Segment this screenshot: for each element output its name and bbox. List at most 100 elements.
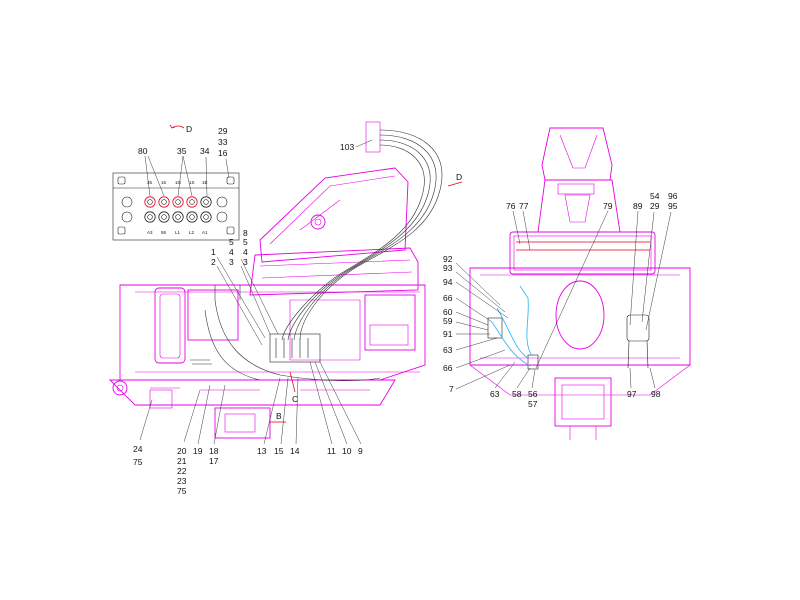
leader-34 [205,156,208,197]
junction-box [149,389,173,409]
valve-spools [275,338,309,358]
callout-21: 21 [177,456,187,466]
port-label-top-5: 1E [202,180,208,185]
panel-port-2-4 [186,211,198,223]
hose-bundle-2 [293,134,437,341]
callout-75-stack: 75 [177,486,187,496]
hose-bundle-1 [299,129,443,341]
mast-bracing [269,175,396,245]
panel-corner-slot-tr [226,176,235,185]
leader-98 [649,367,656,389]
callout-35: 35 [177,146,187,156]
callout-11: 11 [327,446,336,456]
view-c-arrow [289,371,296,393]
panel-corner-slot-tl [117,176,126,185]
leader-63-bottom [494,361,516,389]
callout-8: 8 [243,228,248,238]
panel-port-bore-2-3 [175,214,181,220]
tank-hose-drops [214,285,241,300]
panel-plug-right-1 [216,196,228,208]
blue-line-1 [496,307,529,359]
callout-18: 18 [209,446,219,456]
view-d-label-right: D [456,172,462,182]
leader-66-top [455,297,493,323]
callout-93: 93 [443,263,453,273]
leader-92-93 [455,262,506,313]
port-label-bottom-4: L2 [189,230,195,235]
hose-bundle-4 [281,144,425,341]
upper-carriage [249,247,419,296]
callout-58: 58 [512,389,522,399]
hose-bundle-3 [287,139,431,341]
callout-19: 19 [193,446,203,456]
gearbox-face [561,384,605,420]
turntable-gear-highlight [516,241,650,251]
gearbox [554,377,612,427]
panel-port-1-5 [200,196,212,208]
leader-7 [455,364,511,390]
callout-34: 34 [200,146,210,156]
panel-port-1-1 [144,196,156,208]
view-b-label: B [276,411,282,421]
callout-80: 80 [138,146,148,156]
callout-17: 17 [209,456,219,466]
lower-hose-run-1 [214,299,381,381]
leader-10 [314,361,348,445]
panel-corner-slot-br [226,226,235,235]
panel-port-bore-2-1 [147,214,153,220]
lower-chassis [108,379,396,406]
port-label-top-3: 1O [175,180,182,185]
view-d-arrow-right [447,181,463,187]
callout-96: 96 [668,191,678,201]
callout-22: 22 [177,466,187,476]
leader-13 [263,377,281,445]
callout-5-b: 5 [243,237,248,247]
callout-92: 92 [443,254,453,264]
gearbox-mounts [569,426,597,440]
callout-33: 33 [218,137,228,147]
blue-line-3 [519,285,533,357]
callout-56: 56 [528,389,538,399]
leader-63-top [455,337,498,351]
leader-14 [295,377,299,445]
oil-tank [154,287,186,364]
tower-window [564,194,591,223]
leader-97 [629,367,632,389]
leader-80 [144,155,165,197]
filter-hoses [627,340,649,369]
callout-54: 54 [650,191,660,201]
callout-66-bottom: 66 [443,363,453,373]
callout-95: 95 [668,201,678,211]
callout-5-a: 5 [229,237,234,247]
callout-59: 59 [443,316,453,326]
callout-13: 13 [257,446,267,456]
leader-29-33-16 [225,158,230,179]
callout-89: 89 [633,201,643,211]
callout-98: 98 [651,389,661,399]
port-label-bottom-3: L1 [175,230,181,235]
panel-port-bore-2-5 [203,214,209,220]
callout-16: 16 [218,148,228,158]
panel-plug-left-2 [121,211,133,223]
panel-port-1-2 [158,196,170,208]
leader-66-bottom [455,349,506,369]
panel-port-1-4 [186,196,198,208]
rear-chassis-rails [480,274,680,359]
panel-port-2-3 [172,211,184,223]
side-hose-stubs [190,359,212,365]
power-unit-box [214,407,271,439]
leader-60-59 [455,311,489,331]
callout-10: 10 [342,446,352,456]
leader-79 [535,210,609,369]
port-label-top-4: 1S [189,180,195,185]
frame-box-right-panel [369,324,409,346]
callout-63-bottom: 63 [490,389,500,399]
callout-4-a: 4 [229,247,234,257]
leader-103 [355,139,373,148]
tower-vent [557,183,595,195]
panel-port-2-2 [158,211,170,223]
port-label-bottom-1: A3 [147,230,153,235]
panel-plug-left-1 [121,196,133,208]
callout-29-panel: 29 [218,126,228,136]
